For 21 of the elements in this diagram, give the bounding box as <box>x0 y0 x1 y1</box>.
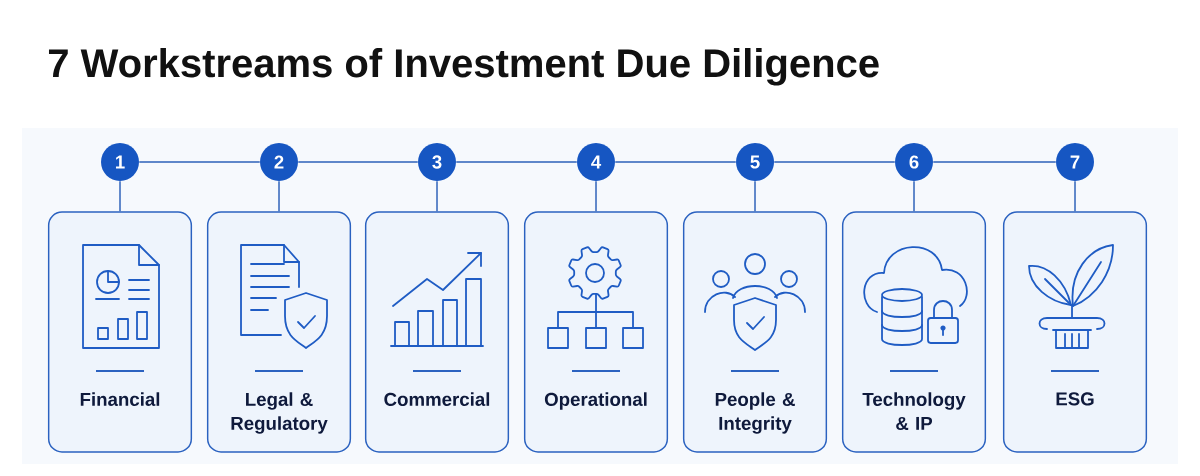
connector-line <box>436 180 438 212</box>
card: People & Integrity <box>682 211 828 453</box>
connector-line <box>297 161 419 163</box>
connector-line <box>595 180 597 212</box>
connector-line <box>754 180 756 212</box>
connector-line <box>455 161 578 163</box>
connector-line <box>119 180 121 212</box>
connector-line <box>614 161 737 163</box>
card: Technology & IP <box>841 211 987 453</box>
card: ESG <box>1002 211 1148 453</box>
card: Financial <box>47 211 193 453</box>
connector-line <box>913 180 915 212</box>
card: Commercial <box>364 211 510 453</box>
connector-line <box>1074 180 1076 212</box>
card: Legal & Regulatory <box>206 211 352 453</box>
connector-line <box>138 161 261 163</box>
card: Operational <box>523 211 669 453</box>
title: 7 Workstreams of Investment Due Diligence <box>49 48 879 86</box>
connector-line <box>932 161 1057 163</box>
connector-line <box>773 161 896 163</box>
connector-line <box>278 180 280 212</box>
